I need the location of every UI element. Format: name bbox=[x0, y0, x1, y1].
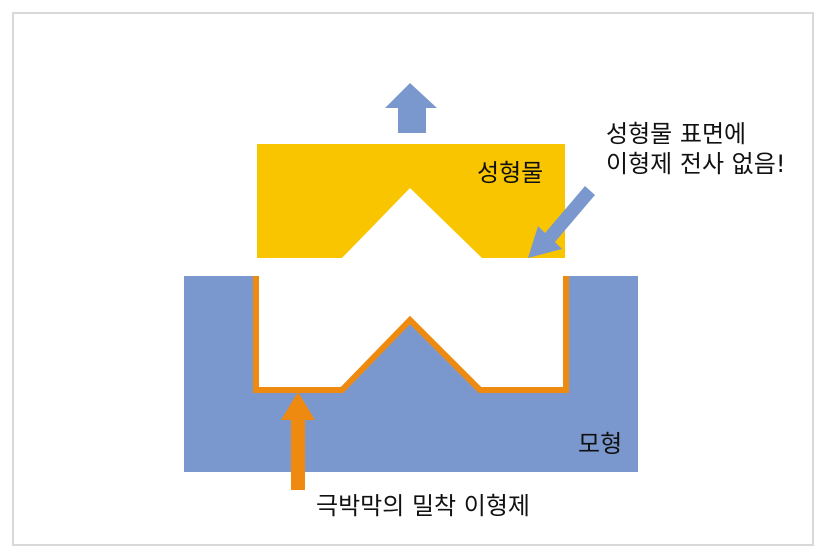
surface-pointer-arrow bbox=[528, 186, 595, 258]
mold-shape bbox=[184, 276, 638, 472]
no-transfer-note: 성형물 표면에 이형제 전사 없음! bbox=[606, 119, 785, 179]
molded-product-shape bbox=[257, 144, 565, 258]
release-agent-label: 극박막의 밀착 이형제 bbox=[316, 492, 530, 520]
lift-up-arrow bbox=[385, 83, 437, 133]
release-agent-film bbox=[253, 276, 569, 393]
mold-label: 모형 bbox=[578, 430, 623, 458]
no-transfer-note-line1: 성형물 표면에 bbox=[606, 120, 747, 148]
no-transfer-note-line2: 이형제 전사 없음! bbox=[606, 150, 786, 178]
release-agent-arrow bbox=[281, 392, 315, 490]
molded-product-label: 성형물 bbox=[477, 159, 544, 187]
